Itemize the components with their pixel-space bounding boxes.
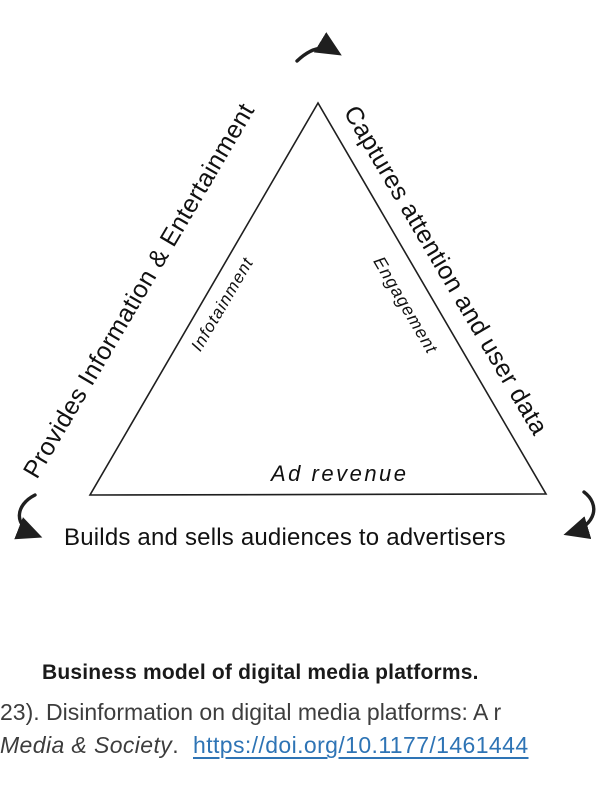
journal-name: Media & Society [0, 732, 173, 758]
citation-line: 23). Disinformation on digital media pla… [0, 699, 502, 725]
inner-bottom-label: Ad revenue [271, 461, 409, 486]
triangle-diagram [14, 32, 596, 540]
cycle-arrow-top-icon [295, 32, 342, 63]
bottom-side-label: Builds and sells audiences to advertiser… [64, 524, 506, 551]
triangle-outline [88, 101, 548, 496]
doi-link[interactable]: https://doi.org/10.1177/1461444 [193, 732, 529, 758]
figure-caption-title: Business model of digital media platform… [42, 661, 479, 684]
journal-period: . [172, 732, 179, 758]
cycle-arrow-bottom-left-icon [14, 493, 43, 540]
cycle-arrow-bottom-right-icon [563, 490, 596, 540]
citation-journal-line: Media & Society. https://doi.org/10.1177/… [0, 732, 600, 759]
